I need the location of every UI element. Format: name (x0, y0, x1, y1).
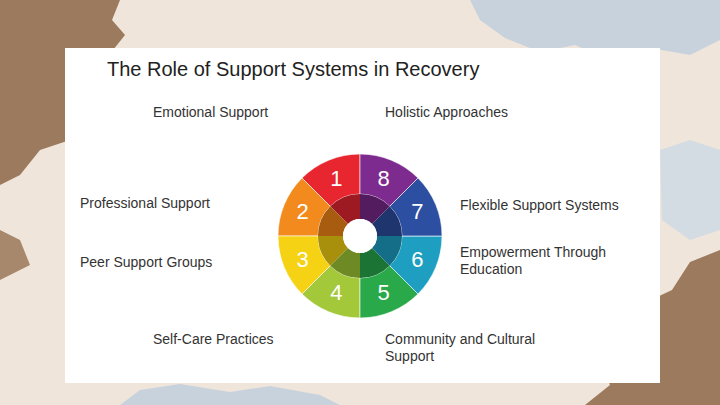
segment-number: 8 (378, 167, 390, 191)
segment-inner (318, 206, 348, 236)
segment-number: 5 (378, 281, 390, 305)
segment-number: 2 (297, 200, 309, 224)
map-shape (660, 140, 720, 240)
segment-caption: Emotional Support (153, 104, 268, 121)
segment-inner (330, 248, 360, 278)
segment-inner (372, 236, 402, 266)
segment-number: 1 (330, 167, 342, 191)
segment-number: 6 (411, 248, 423, 272)
segment-caption: Self-Care Practices (153, 331, 274, 348)
diagram-title: The Role of Support Systems in Recovery (107, 58, 479, 81)
torn-paper (0, 230, 30, 280)
wheel-center (341, 217, 379, 255)
segment-number: 4 (330, 281, 342, 305)
segment-caption: Holistic Approaches (385, 104, 508, 121)
segment-number: 3 (297, 248, 309, 272)
segment-caption: Flexible Support Systems (460, 197, 619, 214)
segment-caption: Community and Cultural Support (385, 331, 567, 365)
segment-caption: Professional Support (80, 195, 210, 212)
segment-number: 7 (411, 200, 423, 224)
map-shape (120, 384, 340, 405)
segment-inner (360, 194, 390, 224)
center-hole (343, 219, 377, 253)
segment-caption: Peer Support Groups (80, 254, 212, 271)
segment-caption: Empowerment Through Education (460, 244, 636, 278)
